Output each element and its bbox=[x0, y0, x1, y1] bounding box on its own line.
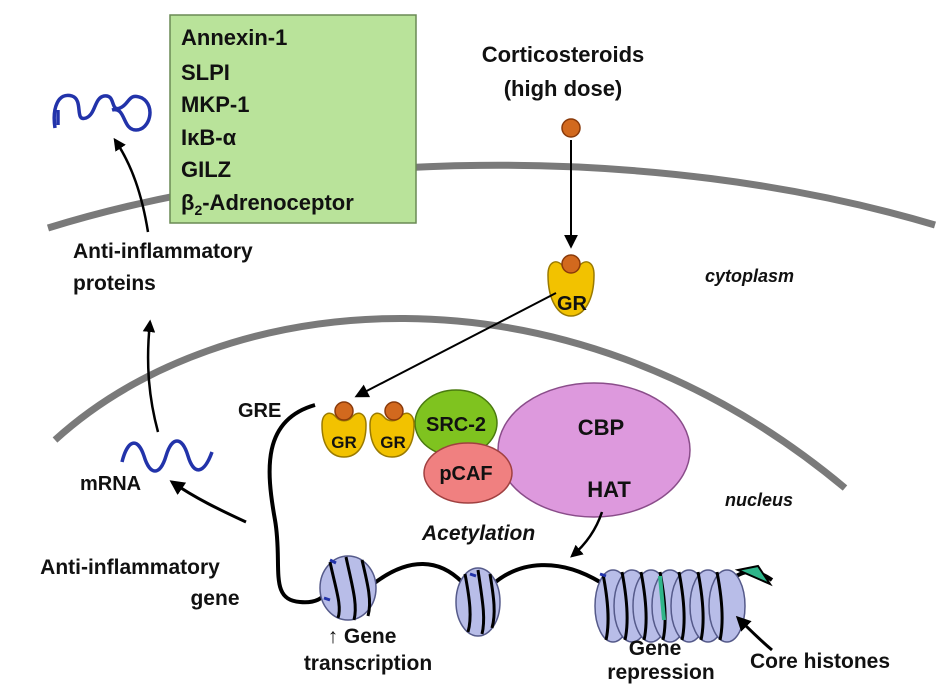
gr-cytoplasm-label: GR bbox=[557, 293, 588, 315]
mrna-label: mRNA bbox=[80, 473, 141, 495]
protein-slpi: SLPI bbox=[181, 60, 230, 85]
gr-nucleus-label-1: GR bbox=[331, 433, 357, 452]
arrow-to-protein bbox=[113, 137, 150, 233]
protein-squiggle-icon bbox=[52, 93, 152, 132]
gene-repression-label-2: repression bbox=[607, 661, 714, 684]
arrow-core-histones bbox=[735, 615, 773, 652]
anti-inflammatory-gene-label-1: Anti-inflammatory bbox=[40, 556, 220, 579]
acetylation-label: Acetylation bbox=[421, 522, 535, 545]
pcaf-label: pCAF bbox=[439, 463, 492, 485]
gre-label: GRE bbox=[238, 400, 281, 422]
protein-mkp-1: MKP-1 bbox=[181, 92, 249, 117]
anti-inflammatory-proteins-label-2: proteins bbox=[73, 272, 156, 295]
nucleosome-middle bbox=[455, 567, 501, 637]
gene-repression-label-1: Gene bbox=[629, 637, 682, 660]
protein-ikb-alpha: IκB-α bbox=[181, 125, 237, 150]
cbp-label: CBP bbox=[578, 415, 624, 440]
gr-nucleus-label-2: GR bbox=[380, 433, 406, 452]
gene-transcription-label-1: ↑ Gene bbox=[328, 625, 397, 648]
cell-membrane bbox=[46, 161, 936, 232]
arrow-gr-to-nucleus bbox=[354, 292, 557, 398]
mrna-wave-icon bbox=[120, 439, 214, 473]
src2-label: SRC-2 bbox=[426, 414, 486, 436]
protein-gilz: GILZ bbox=[181, 157, 231, 182]
core-histones-label: Core histones bbox=[750, 650, 890, 673]
dna-strand bbox=[267, 403, 332, 605]
nuclear-gr-1: GR bbox=[321, 401, 367, 458]
anti-inflammatory-gene-label-2: gene bbox=[190, 587, 239, 610]
gene-transcription-label-2: transcription bbox=[304, 652, 432, 675]
nucleus-label: nucleus bbox=[725, 490, 793, 510]
nucleosome-stack-repressed bbox=[594, 564, 773, 643]
high-dose-label: (high dose) bbox=[504, 76, 623, 101]
arrow-gene-to-mrna bbox=[169, 480, 247, 524]
steroid-bound-icon bbox=[561, 254, 581, 274]
nuclear-gr-2: GR bbox=[369, 401, 415, 458]
cbp-hat-complex bbox=[497, 382, 691, 518]
protein-annexin-1: Annexin-1 bbox=[181, 25, 287, 50]
cytoplasmic-gr: GR bbox=[547, 254, 595, 317]
induced-proteins-box bbox=[169, 14, 417, 224]
arrow-hat-to-histones bbox=[570, 511, 604, 558]
protein-beta2-adrenoceptor: β2-Adrenoceptor bbox=[181, 190, 354, 218]
arrow-mrna-to-proteins bbox=[142, 319, 160, 433]
cytoplasm-label: cytoplasm bbox=[705, 266, 794, 286]
steroid-molecule-icon bbox=[561, 118, 581, 138]
pcaf-coactivator bbox=[423, 442, 513, 504]
nucleosome-transcribed bbox=[319, 555, 377, 621]
nuclear-membrane bbox=[52, 315, 848, 491]
corticosteroids-label: Corticosteroids bbox=[482, 42, 645, 67]
anti-inflammatory-proteins-label-1: Anti-inflammatory bbox=[73, 240, 253, 263]
hat-label: HAT bbox=[587, 477, 631, 502]
